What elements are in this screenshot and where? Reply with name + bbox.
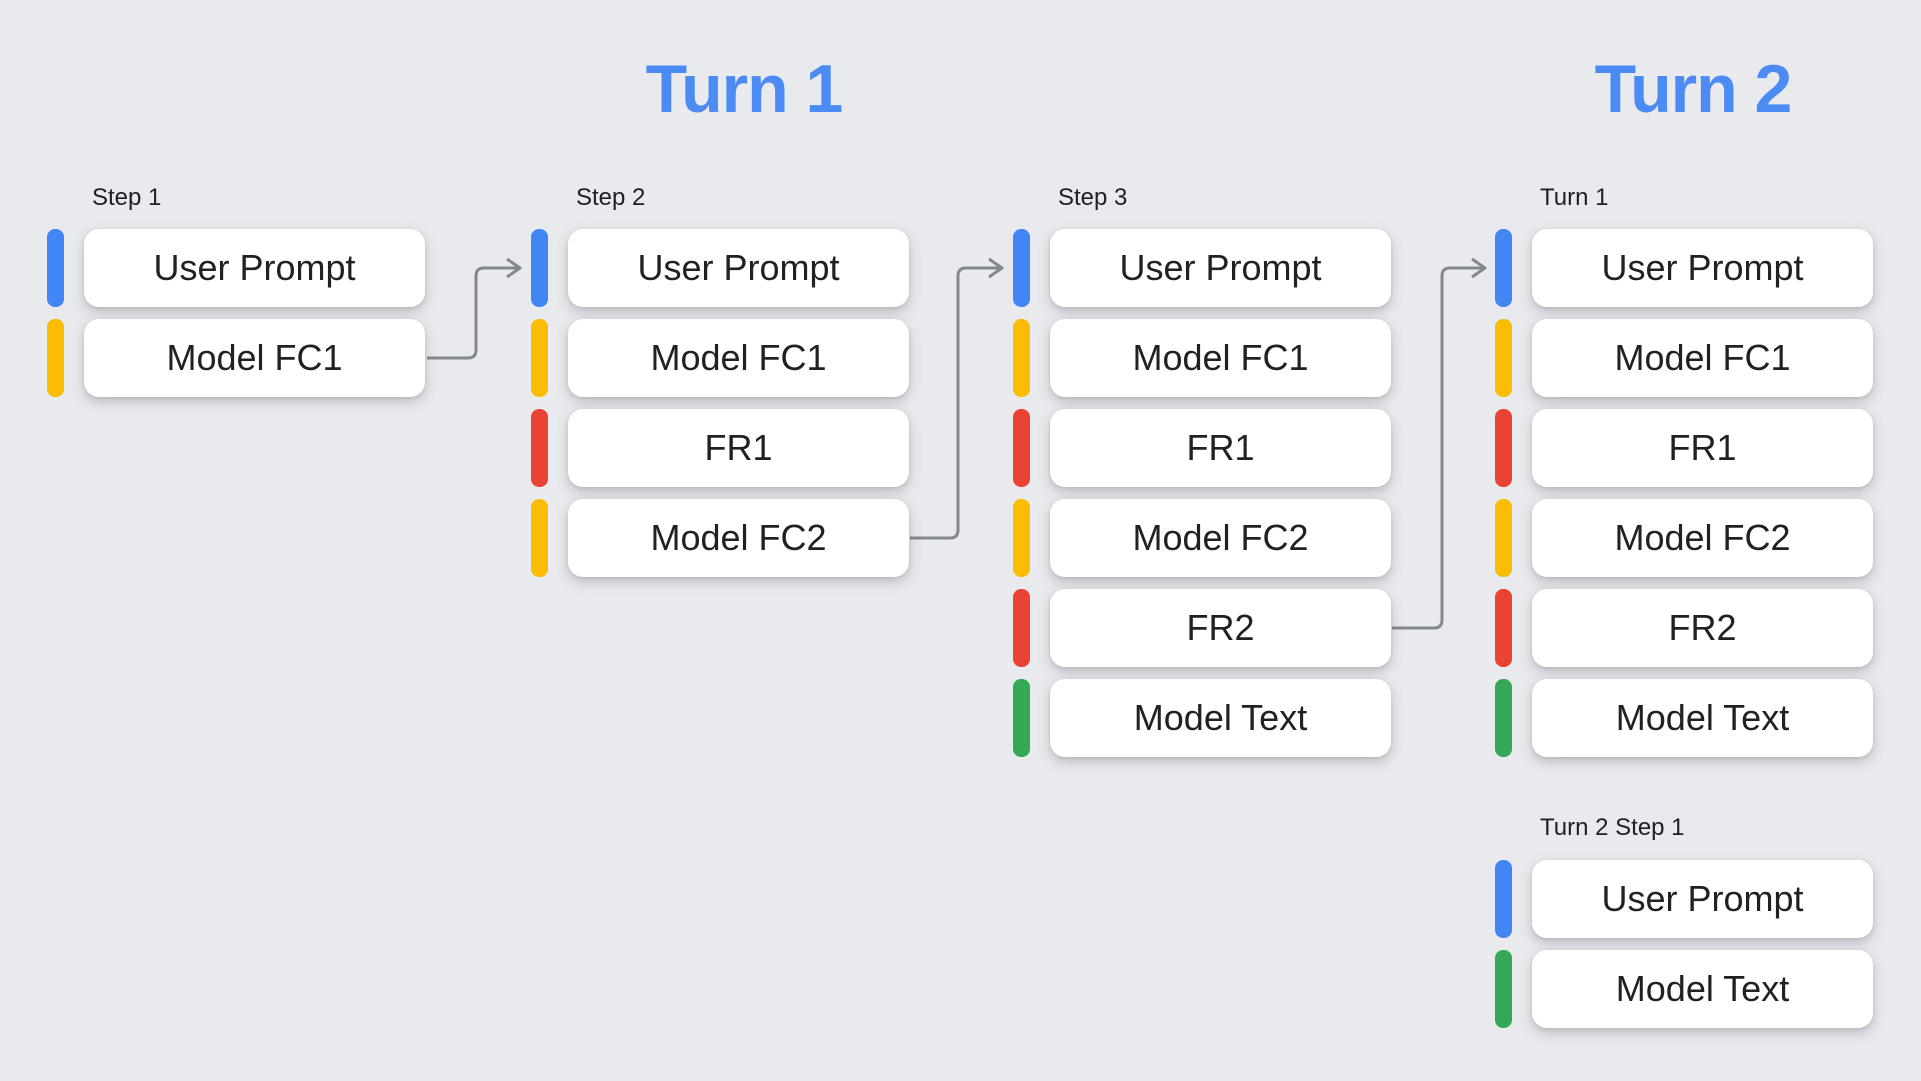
model-function-call-bar <box>1013 319 1030 397</box>
message-box-fr1: FR1 <box>1050 409 1391 487</box>
message-box-model-fc1: Model FC1 <box>1532 319 1873 397</box>
arrow-step3-to-turn1-icon <box>1392 257 1487 630</box>
function-response-bar <box>1013 409 1030 487</box>
message-box-fr2: FR2 <box>1050 589 1391 667</box>
turn-2-heading: Turn 2 <box>1594 51 1793 127</box>
message-label: Model FC2 <box>1614 517 1791 558</box>
arrow-step2-to-step3-icon <box>910 257 1004 540</box>
user-prompt-bar <box>1495 229 1512 307</box>
message-box-user-prompt: User Prompt <box>1050 229 1391 307</box>
model-function-call-bar <box>47 319 64 397</box>
function-response-bar <box>1495 409 1512 487</box>
message-box-model-fc2: Model FC2 <box>1050 499 1391 577</box>
message-label: Model Text <box>1133 697 1308 738</box>
message-label: User Prompt <box>1601 247 1804 288</box>
message-label: Model FC2 <box>650 517 827 558</box>
message-label: Model FC1 <box>650 337 827 378</box>
column-label-turn-2-step-1: Turn 2 Step 1 <box>1540 814 1685 841</box>
function-response-bar <box>1495 589 1512 667</box>
message-label: FR2 <box>1186 607 1255 648</box>
model-function-call-bar <box>531 499 548 577</box>
message-box-user-prompt: User Prompt <box>568 229 909 307</box>
message-box-model-text: Model Text <box>1050 679 1391 757</box>
message-label: User Prompt <box>1601 878 1804 919</box>
column-label-step-3: Step 3 <box>1058 184 1128 211</box>
message-label: User Prompt <box>637 247 840 288</box>
message-label: Model FC1 <box>166 337 343 378</box>
message-label: Model FC1 <box>1614 337 1791 378</box>
message-label: Model Text <box>1615 968 1790 1009</box>
message-box-model-fc1: Model FC1 <box>84 319 425 397</box>
user-prompt-bar <box>47 229 64 307</box>
model-function-call-bar <box>531 319 548 397</box>
message-box-user-prompt: User Prompt <box>1532 229 1873 307</box>
message-box-model-text: Model Text <box>1532 679 1873 757</box>
message-label: User Prompt <box>153 247 356 288</box>
message-label: FR1 <box>1668 427 1737 468</box>
message-label: User Prompt <box>1119 247 1322 288</box>
message-label: Model FC1 <box>1132 337 1309 378</box>
function-response-bar <box>1013 589 1030 667</box>
column-label-step-2: Step 2 <box>576 184 646 211</box>
message-box-model-text: Model Text <box>1532 950 1873 1028</box>
message-box-fr2: FR2 <box>1532 589 1873 667</box>
function-response-bar <box>531 409 548 487</box>
arrow-step1-to-step2-icon <box>427 257 522 360</box>
message-box-model-fc2: Model FC2 <box>1532 499 1873 577</box>
message-box-fr1: FR1 <box>1532 409 1873 487</box>
message-label: FR2 <box>1668 607 1737 648</box>
message-box-user-prompt: User Prompt <box>84 229 425 307</box>
message-box-model-fc1: Model FC1 <box>568 319 909 397</box>
model-function-call-bar <box>1013 499 1030 577</box>
message-label: Model Text <box>1615 697 1790 738</box>
message-box-model-fc2: Model FC2 <box>568 499 909 577</box>
user-prompt-bar <box>1013 229 1030 307</box>
message-label: FR1 <box>1186 427 1255 468</box>
turn-1-heading: Turn 1 <box>645 51 844 127</box>
model-text-bar <box>1495 679 1512 757</box>
user-prompt-bar <box>1495 860 1512 938</box>
message-box-user-prompt: User Prompt <box>1532 860 1873 938</box>
column-label-turn-1: Turn 1 <box>1540 184 1609 211</box>
message-label: FR1 <box>704 427 773 468</box>
model-text-bar <box>1495 950 1512 1028</box>
model-function-call-bar <box>1495 319 1512 397</box>
message-box-model-fc1: Model FC1 <box>1050 319 1391 397</box>
message-box-fr1: FR1 <box>568 409 909 487</box>
message-label: Model FC2 <box>1132 517 1309 558</box>
column-label-step-1: Step 1 <box>92 184 162 211</box>
user-prompt-bar <box>531 229 548 307</box>
model-text-bar <box>1013 679 1030 757</box>
model-function-call-bar <box>1495 499 1512 577</box>
